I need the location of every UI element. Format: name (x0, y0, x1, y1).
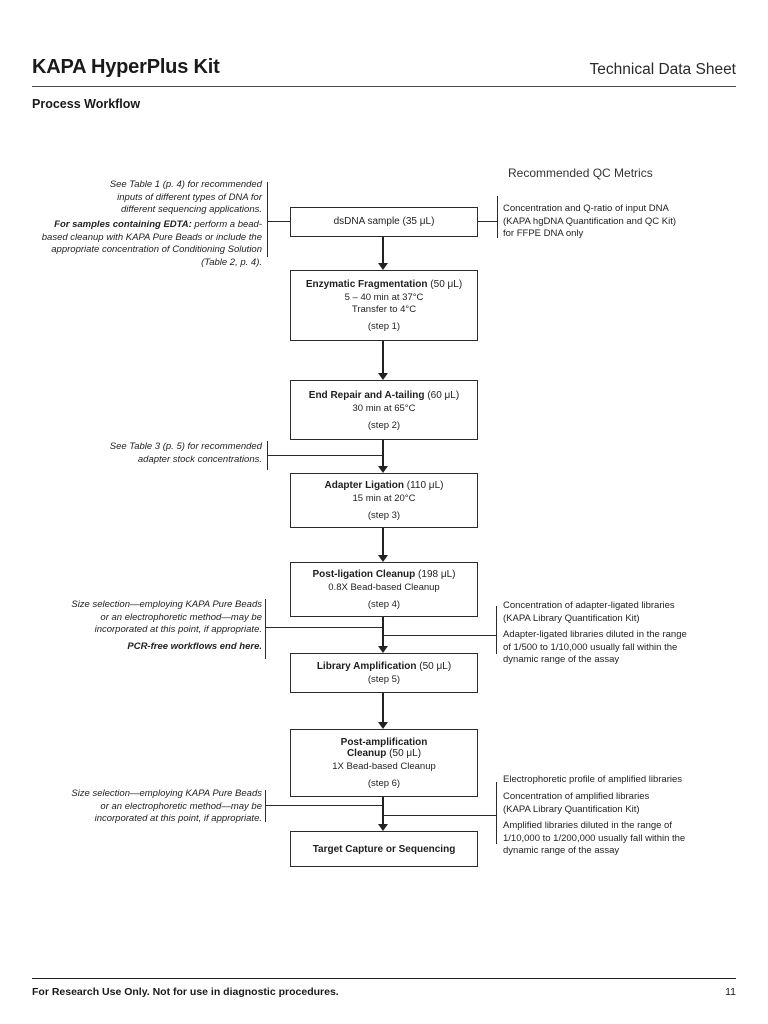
connector-line (496, 782, 498, 844)
flow-box-details: 5 – 40 min at 37°C Transfer to 4°C (344, 292, 424, 315)
flow-arrow-line (382, 797, 384, 824)
flow-box-dsdna-sample: dsDNA sample (35 μL) (290, 207, 478, 237)
flow-box-enzymatic-fragmentation: Enzymatic Fragmentation (50 μL) 5 – 40 m… (290, 270, 478, 341)
note-adapter-stock: See Table 3 (p. 5) for recommended adapt… (109, 441, 262, 465)
flow-box-step: (step 4) (367, 599, 401, 610)
flow-box-title-text: End Repair and A-tailing (308, 389, 425, 401)
arrow-down-icon (378, 555, 388, 562)
flow-box-title: Cleanup (50 μL) (347, 748, 421, 759)
qc-input-dna: Concentration and Q-ratio of input DNA (… (503, 203, 677, 239)
flow-box-title: Adapter Ligation (110 μL) (325, 480, 444, 491)
connector-line (384, 815, 496, 817)
flow-box-details: 30 min at 65°C (352, 402, 416, 414)
qc-amplified-1: Electrophoretic profile of amplified lib… (503, 774, 682, 785)
flow-box-volume: (50 μL) (389, 748, 422, 759)
flow-arrow-line (382, 237, 384, 263)
flow-box-step: (step 3) (367, 510, 401, 521)
arrow-down-icon (378, 824, 388, 831)
flow-box-step: (step 1) (367, 321, 401, 332)
flow-box-post-ligation-cleanup: Post-ligation Cleanup (198 μL) 0.8X Bead… (290, 562, 478, 617)
connector-line (267, 221, 290, 223)
flow-box-title: Target Capture or Sequencing (313, 844, 456, 855)
qc-metrics-heading: Recommended QC Metrics (508, 166, 653, 180)
flow-box-label: dsDNA sample (35 μL) (333, 216, 435, 227)
flow-box-volume: (198 μL) (418, 569, 456, 580)
arrow-down-icon (378, 373, 388, 380)
flow-box-step: (step 2) (367, 419, 401, 431)
flow-box-target-capture: Target Capture or Sequencing (290, 831, 478, 867)
arrow-down-icon (378, 263, 388, 270)
flow-box-title-text: Post-ligation Cleanup (312, 569, 416, 580)
flow-box-details: 15 min at 20°C (352, 493, 416, 504)
note-size-selection-1: Size selection—employing KAPA Pure Beads… (71, 599, 262, 635)
flow-box-volume: (60 μL) (427, 389, 460, 401)
flow-box-details: 0.8X Bead-based Cleanup (328, 582, 440, 593)
note-edta: For samples containing EDTA: perform a b… (36, 219, 262, 269)
flow-box-title: Enzymatic Fragmentation (50 μL) (306, 279, 462, 290)
connector-line (267, 182, 269, 257)
flow-arrow-line (382, 341, 384, 373)
flow-arrow-line (382, 440, 384, 466)
note-pcr-free: PCR-free workflows end here. (127, 641, 262, 652)
flow-box-title-text: Post-amplification (340, 737, 428, 748)
flow-box-title: Post-ligation Cleanup (198 μL) (312, 569, 455, 580)
connector-line (384, 635, 496, 637)
note-edta-lead: For samples containing EDTA: (54, 219, 192, 230)
flow-box-library-amplification: Library Amplification (50 μL) (step 5) (290, 653, 478, 693)
flow-box-title: End Repair and A-tailing (60 μL) (309, 390, 459, 401)
connector-line (497, 196, 499, 238)
flow-box-volume: (50 μL) (430, 279, 463, 290)
footer-disclaimer: For Research Use Only. Not for use in di… (32, 986, 339, 998)
connector-line (265, 805, 383, 807)
flow-box-volume: (110 μL) (406, 480, 444, 491)
note-edta-rest: perform a bead-based cleanup with KAPA P… (41, 219, 262, 268)
arrow-down-icon (378, 466, 388, 473)
qc-adapter-ligated-1: Concentration of adapter-ligated librari… (503, 600, 675, 624)
qc-amplified-3: Amplified libraries diluted in the range… (503, 820, 686, 856)
flow-box-volume: (50 μL) (419, 661, 452, 672)
flow-arrow-line (382, 617, 384, 646)
flow-box-title: Library Amplification (50 μL) (317, 661, 451, 672)
page-title: KAPA HyperPlus Kit (32, 56, 220, 78)
page-number: 11 (725, 986, 736, 998)
flow-box-title-text: Target Capture or Sequencing (312, 843, 456, 855)
connector-line (267, 455, 383, 457)
flow-box-adapter-ligation: Adapter Ligation (110 μL) 15 min at 20°C… (290, 473, 478, 528)
flow-box-step: (step 6) (367, 778, 401, 789)
flow-box-details: 1X Bead-based Cleanup (332, 761, 436, 772)
flow-box-title-text: Library Amplification (316, 661, 417, 672)
qc-amplified-2: Concentration of amplified libraries (KA… (503, 791, 650, 815)
connector-line (478, 221, 497, 223)
flow-box-title: Post-amplification (341, 737, 428, 748)
document-type-label: Technical Data Sheet (589, 61, 736, 78)
arrow-down-icon (378, 722, 388, 729)
flow-arrow-line (382, 528, 384, 555)
flow-arrow-line (382, 693, 384, 722)
flow-box-post-amplification-cleanup: Post-amplification Cleanup (50 μL) 1X Be… (290, 729, 478, 797)
qc-adapter-ligated-2: Adapter-ligated libraries diluted in the… (503, 629, 687, 665)
connector-line (496, 606, 498, 654)
flow-box-title-text: Cleanup (346, 748, 387, 759)
flow-box-step: (step 5) (367, 674, 401, 685)
footer-divider (32, 978, 736, 979)
connector-line (265, 627, 383, 629)
arrow-down-icon (378, 646, 388, 653)
flow-box-title-text: Adapter Ligation (324, 480, 404, 491)
note-input-dna: See Table 1 (p. 4) for recommended input… (109, 179, 262, 215)
section-heading: Process Workflow (32, 97, 141, 111)
header-divider (32, 86, 736, 87)
flow-box-title-text: Enzymatic Fragmentation (305, 279, 428, 290)
connector-line (265, 599, 267, 659)
flow-box-end-repair: End Repair and A-tailing (60 μL) 30 min … (290, 380, 478, 440)
note-size-selection-2: Size selection—employing KAPA Pure Beads… (71, 788, 262, 824)
